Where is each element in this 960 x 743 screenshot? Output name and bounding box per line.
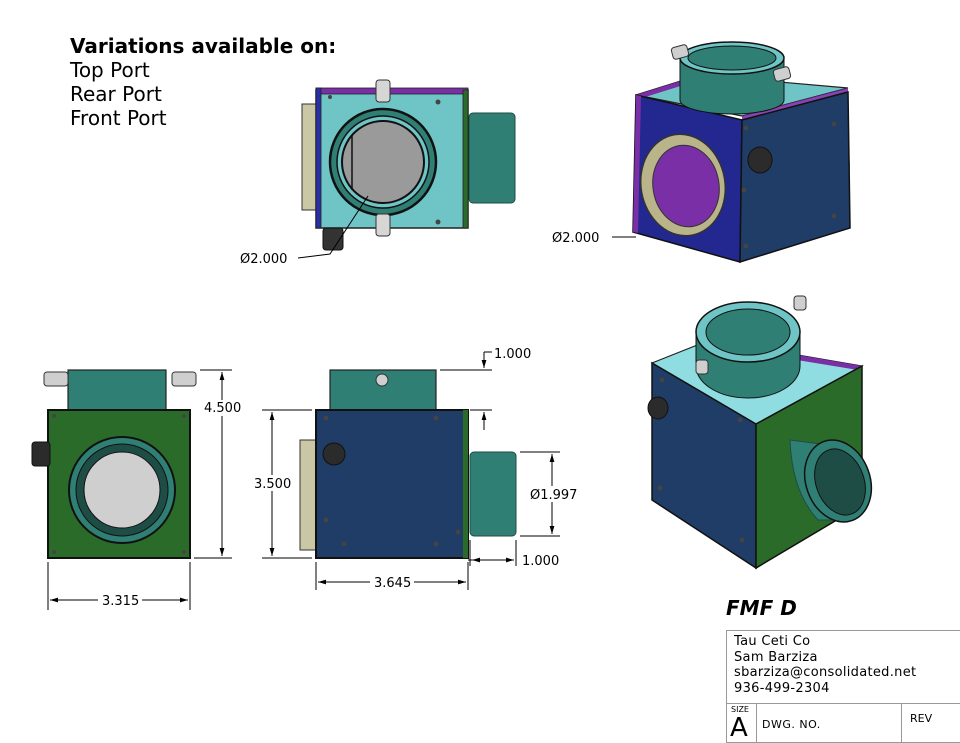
top-view-thumbscrew-bottom (375, 213, 391, 237)
company-name: Tau Ceti Co (734, 634, 811, 649)
side-view: 3.500 3.645 1.000 Ø1.997 1.000 (252, 347, 586, 591)
part-name: FMF D (726, 596, 797, 620)
iso-view-upper: Ø2.000 (552, 41, 851, 264)
front-width-dimension: 3.315 (102, 594, 139, 609)
notes-heading: Variations available on: (70, 34, 337, 58)
side-front-port-diameter: Ø1.997 (530, 488, 577, 503)
notes-option-front: Front Port (70, 106, 167, 130)
front-view-top-tube (67, 369, 167, 411)
size-cell: SIZE A (726, 704, 756, 743)
top-view: Ø2.000 (240, 79, 516, 267)
notes-option-top: Top Port (70, 58, 150, 82)
iso-port-diameter: Ø2.000 (552, 231, 599, 246)
top-view-port-window (341, 120, 425, 204)
side-height-dimension: 3.500 (254, 477, 291, 492)
notes-block: Variations available on: Top Port Rear P… (70, 34, 370, 130)
size-value: A (730, 713, 748, 743)
top-view-thumbscrew-top (375, 79, 391, 103)
notes-option-rear: Rear Port (70, 82, 162, 106)
front-view: 4.500 3.315 (31, 369, 241, 610)
contact-email: sbarziza@consolidated.net (734, 665, 917, 680)
front-height-dimension: 4.500 (204, 401, 241, 416)
size-label: SIZE (731, 705, 749, 714)
title-block-info: Tau Ceti Co Sam Barziza sbarziza@consoli… (726, 630, 960, 704)
contact-name: Sam Barziza (734, 649, 818, 665)
contact-phone: 936-499-2304 (734, 680, 830, 696)
side-view-body (315, 409, 469, 559)
top-view-rear-flange (301, 103, 317, 211)
rev-label: REV (910, 712, 933, 725)
front-view-port-window (83, 451, 161, 529)
top-view-front-tube (468, 112, 516, 204)
iso-view-lower (647, 295, 873, 570)
side-width-dimension: 3.645 (374, 576, 411, 591)
title-block: Tau Ceti Co Sam Barziza sbarziza@consoli… (726, 630, 960, 743)
side-view-front-tube (469, 451, 517, 537)
dwg-no-cell: DWG. NO. (756, 704, 902, 743)
iso-upper-body (739, 91, 851, 264)
side-front-port-length: 1.000 (522, 554, 559, 569)
side-top-port-height-dimension: 1.000 (494, 347, 531, 362)
dwg-no-label: DWG. NO. (762, 718, 821, 731)
top-view-port-diameter: Ø2.000 (240, 252, 287, 267)
rev-cell: REV (902, 704, 960, 743)
iso-upper-knob (747, 146, 773, 174)
